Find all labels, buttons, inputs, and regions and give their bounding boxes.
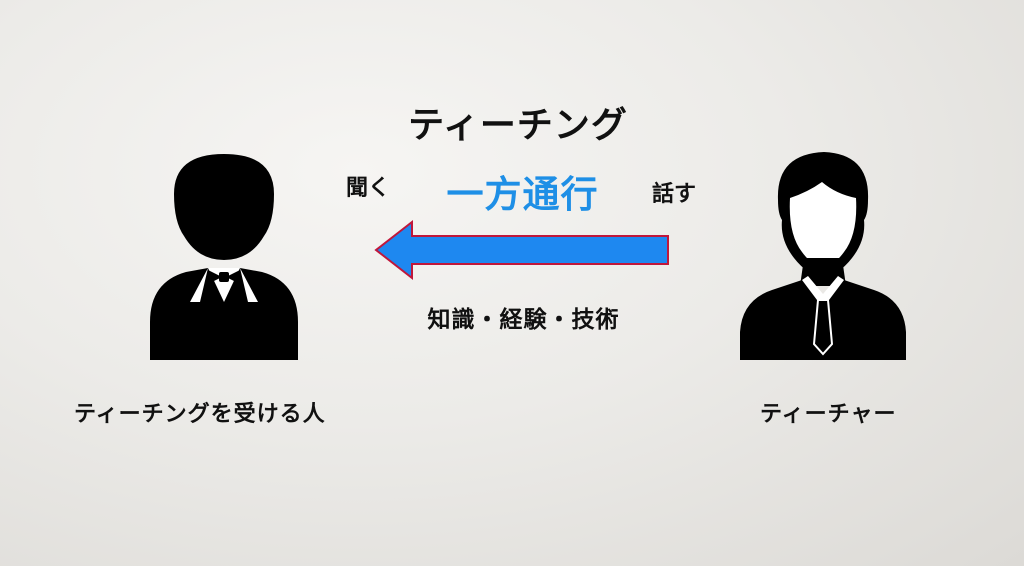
diagram-title: ティーチング [408, 105, 628, 146]
learner-label: ティーチングを受ける人 [74, 402, 326, 427]
teacher-person-icon [740, 152, 906, 360]
teacher-label: ティーチャー [760, 402, 897, 427]
transfer-label: 知識・経験・技術 [427, 307, 620, 333]
left-arrow-icon [374, 219, 669, 281]
learner-person-icon [150, 154, 298, 360]
speak-label: 話す [652, 182, 697, 207]
listen-label: 聞く [346, 176, 391, 201]
one-way-label: 一方通行 [446, 173, 599, 216]
